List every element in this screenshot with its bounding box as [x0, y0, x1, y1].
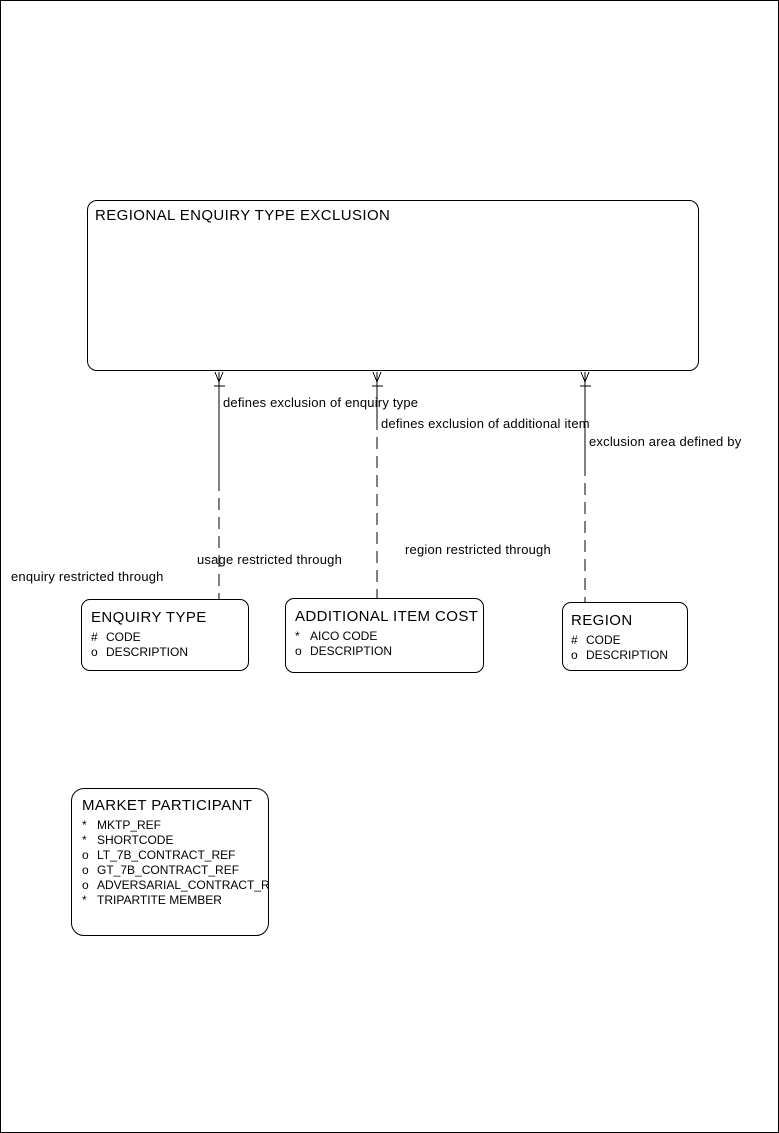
entity-additional-item-cost[interactable]: ADDITIONAL ITEM COST * AICO CODE o DESCR…	[285, 598, 484, 673]
entity-title: ADDITIONAL ITEM COST	[295, 608, 479, 625]
relationship-label-parent-additional-item: defines exclusion of additional item	[381, 416, 590, 431]
relationship-label-parent-enquiry-type: defines exclusion of enquiry type	[223, 395, 419, 410]
attribute-marker: o	[91, 645, 98, 659]
attribute-name: GT_7B_CONTRACT_REF	[97, 863, 240, 877]
relationship-label-child-additional-item: usage restricted through	[197, 552, 342, 567]
attribute-row: o LT_7B_CONTRACT_REF	[82, 848, 268, 863]
attribute-marker: o	[571, 648, 578, 662]
crow-foot-arrow-icon	[580, 371, 590, 383]
entity-title: ENQUIRY TYPE	[91, 609, 207, 626]
attribute-name: ADVERSARIAL_CONTRACT_RE	[97, 878, 269, 892]
attribute-name: DESCRIPTION	[586, 648, 669, 662]
entity-enquiry-type[interactable]: ENQUIRY TYPE # CODE o DESCRIPTION	[81, 599, 249, 671]
attribute-marker: o	[82, 848, 89, 862]
attribute-name: DESCRIPTION	[106, 645, 189, 659]
relationship-label-parent-region: exclusion area defined by	[589, 434, 742, 449]
attribute-marker: o	[82, 863, 89, 877]
attribute-marker: o	[82, 878, 89, 892]
attribute-name: SHORTCODE	[97, 833, 174, 847]
entity-market-participant[interactable]: MARKET PARTICIPANT * MKTP_REF * SHORTCOD…	[71, 788, 269, 936]
attribute-name: CODE	[106, 630, 141, 644]
connector-enquiry-type[interactable]	[214, 371, 225, 599]
entity-regional-enquiry-type-exclusion[interactable]: REGIONAL ENQUIRY TYPE EXCLUSION	[87, 200, 699, 371]
attribute-row: o DESCRIPTION	[571, 648, 687, 663]
entity-title: REGIONAL ENQUIRY TYPE EXCLUSION	[95, 207, 391, 224]
attribute-row: o DESCRIPTION	[295, 644, 483, 659]
attribute-marker: *	[295, 629, 300, 643]
relationship-label-child-enquiry-type: enquiry restricted through	[11, 569, 164, 584]
entity-title: REGION	[571, 612, 633, 629]
attribute-row: * MKTP_REF	[82, 818, 268, 833]
attribute-row: * SHORTCODE	[82, 833, 268, 848]
attribute-row: * TRIPARTITE MEMBER	[82, 893, 268, 908]
attribute-name: DESCRIPTION	[310, 644, 393, 658]
attribute-name: CODE	[586, 633, 621, 647]
crow-foot-arrow-icon	[372, 371, 382, 383]
attribute-name: LT_7B_CONTRACT_REF	[97, 848, 236, 862]
entity-title: MARKET PARTICIPANT	[82, 797, 253, 814]
attribute-row: # CODE	[571, 633, 687, 648]
attribute-marker: #	[91, 630, 98, 644]
attribute-name: AICO CODE	[310, 629, 378, 643]
attribute-name: TRIPARTITE MEMBER	[97, 893, 222, 907]
attribute-row: o ADVERSARIAL_CONTRACT_RE	[82, 878, 268, 893]
attribute-row: o GT_7B_CONTRACT_REF	[82, 863, 268, 878]
attribute-row: # CODE	[91, 630, 248, 645]
connector-region[interactable]	[580, 371, 591, 602]
connector-additional-item-cost[interactable]	[372, 371, 383, 598]
entity-region[interactable]: REGION # CODE o DESCRIPTION	[562, 602, 688, 671]
attribute-row: o DESCRIPTION	[91, 645, 248, 660]
attribute-marker: *	[82, 833, 87, 847]
crow-foot-arrow-icon	[214, 371, 224, 383]
relationship-label-child-region: region restricted through	[405, 542, 551, 557]
attribute-marker: #	[571, 633, 578, 647]
attribute-marker: *	[82, 893, 87, 907]
attribute-marker: *	[82, 818, 87, 832]
attribute-name: MKTP_REF	[97, 818, 162, 832]
attribute-row: * AICO CODE	[295, 629, 483, 644]
attribute-marker: o	[295, 644, 302, 658]
